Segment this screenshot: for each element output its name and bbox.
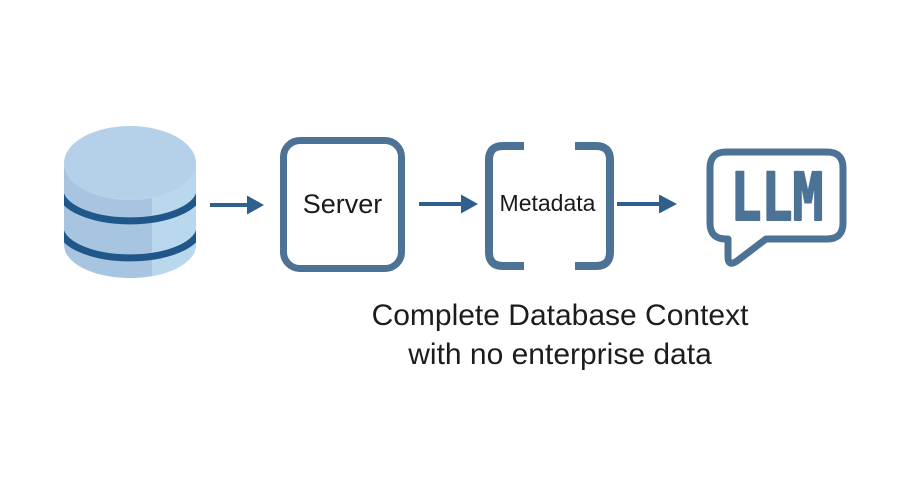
server-label: Server (302, 189, 383, 219)
right-bracket (575, 142, 614, 270)
caption-line-2: with no enterprise data (408, 338, 712, 371)
database-stripe-bottom (64, 226, 196, 262)
brackets-icon (485, 142, 614, 270)
server-node: Server (280, 137, 405, 272)
caption-line-1: Complete Database Context (371, 299, 749, 332)
left-bracket (485, 142, 524, 270)
caption: Complete Database Context with no enterp… (372, 296, 749, 374)
llm-label: LLM (730, 159, 823, 236)
database-top-ellipse (64, 126, 196, 200)
right-arrow-icon-3 (617, 194, 677, 214)
speech-bubble-outline (706, 148, 847, 267)
metadata-label: Metadata (499, 190, 596, 216)
speech-bubble-icon: LLM (706, 148, 847, 267)
database-cylinder-icon (64, 126, 196, 278)
right-arrow-icon-1 (210, 195, 264, 215)
right-arrow-icon-2 (419, 194, 478, 214)
database-stripe-top (64, 189, 196, 225)
